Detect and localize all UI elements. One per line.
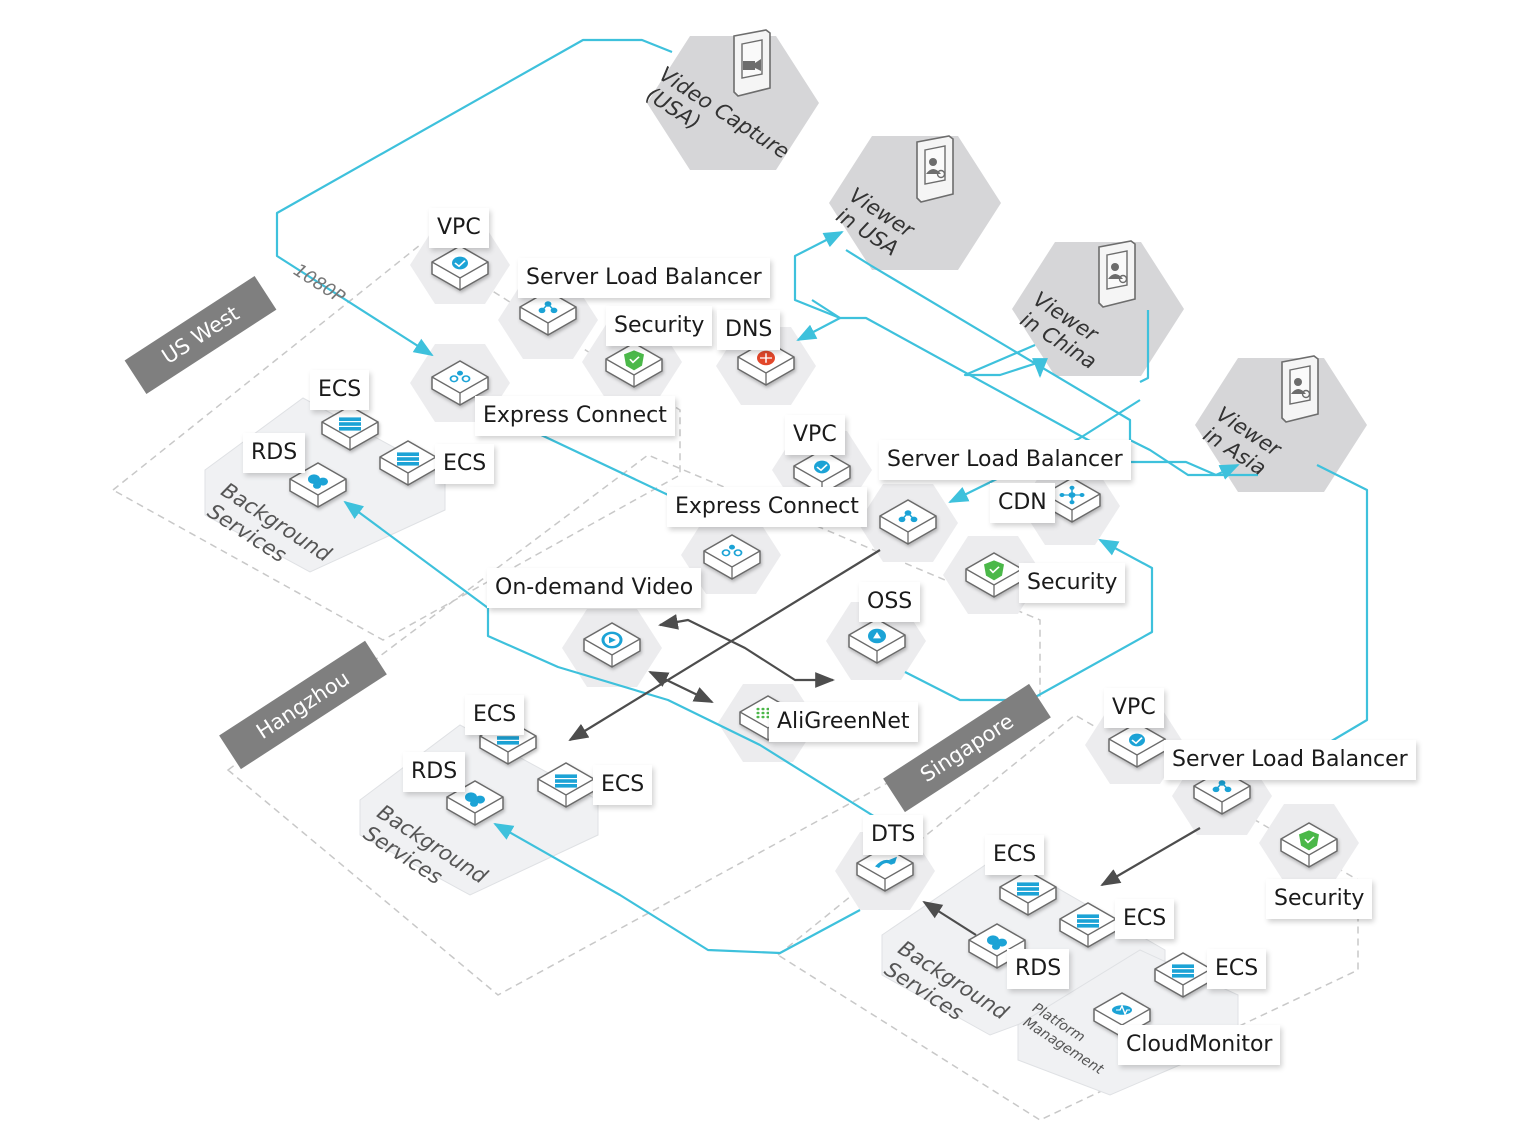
usw-vpc-label: VPC: [429, 208, 489, 248]
usw-ecs2-node[interactable]: [379, 440, 437, 486]
viewer-device-icon: [1281, 355, 1319, 423]
viewer-asia-to-sg-slb-line: [1312, 464, 1369, 753]
sg-vpc-node[interactable]: [1108, 722, 1166, 768]
hz-express-label: Express Connect: [667, 487, 867, 527]
singapore-zone: [776, 714, 1359, 1121]
rds-database-icon: [308, 474, 328, 489]
node-layer: [289, 245, 1338, 1038]
usw-express-label: Express Connect: [475, 396, 675, 436]
sg-ecs2-label: ECS: [1115, 899, 1175, 939]
cdn-node[interactable]: [1043, 477, 1101, 523]
sg-ecs3-node[interactable]: [1154, 952, 1212, 998]
ecs-server-icon: [1172, 964, 1194, 978]
cdn-label: CDN: [990, 483, 1055, 523]
hz-slb-from-viewer-line: [948, 399, 1141, 503]
oss-label: OSS: [859, 582, 921, 622]
dts-to-hz-rds-line: [493, 823, 861, 955]
usw-rds-label: RDS: [243, 433, 306, 473]
rds-database-icon: [465, 792, 485, 807]
oss-storage-icon: [868, 628, 886, 644]
load-balancer-icon: [898, 510, 918, 523]
usw-ecs1-node[interactable]: [321, 405, 379, 451]
sg-ecs1-label: ECS: [985, 835, 1045, 875]
hz-security-label: Security: [1019, 563, 1126, 603]
sg-ecs2-node[interactable]: [1059, 902, 1117, 948]
sg-ecs1-node[interactable]: [999, 870, 1057, 916]
dts-label: DTS: [863, 815, 924, 855]
vod-node[interactable]: [583, 622, 641, 668]
sg-rds-to-dts-line: [922, 900, 977, 936]
usw-rds-node[interactable]: [289, 462, 347, 508]
capture-to-express-line: [275, 38, 673, 357]
viewer-usa-lower-line: [845, 249, 1258, 477]
usw-security-label: Security: [606, 306, 713, 346]
hz-vpc-label: VPC: [785, 415, 845, 455]
cdn-to-oss-line: [904, 539, 1154, 702]
usw-express-node[interactable]: [431, 360, 489, 406]
sg-slb-to-sg-ecs-line: [1100, 827, 1201, 886]
hz-rds-node[interactable]: [446, 780, 504, 826]
sg-ecs3-label: ECS: [1207, 949, 1267, 989]
hz-ecs1-label: ECS: [465, 695, 525, 735]
usw-ecs2-label: ECS: [435, 444, 495, 484]
express-connect-icon: [721, 544, 743, 557]
cloudmonitor-label: CloudMonitor: [1118, 1025, 1281, 1065]
sg-vpc-label: VPC: [1104, 688, 1164, 728]
hz-security-node[interactable]: [965, 552, 1023, 598]
vod-to-oss-line: [658, 614, 835, 688]
hangzhou-zone: [226, 454, 1041, 996]
video-capture-client[interactable]: [647, 29, 819, 170]
sg-slb-label: Server Load Balancer: [1164, 740, 1416, 780]
ecs-server-icon: [1077, 914, 1099, 928]
video-camera-icon: [733, 29, 771, 97]
sg-security-label: Security: [1266, 879, 1373, 919]
viewer-china-to-slb-line: [963, 343, 1048, 378]
express-connect-icon: [449, 370, 471, 383]
usw-slb-label: Server Load Balancer: [518, 258, 770, 298]
vod-to-usw-rds-line: [343, 500, 489, 609]
vod-label: On-demand Video: [487, 568, 702, 608]
vpc-icon: [1129, 733, 1145, 747]
hz-express-node[interactable]: [703, 534, 761, 580]
dts-icon: [875, 856, 897, 868]
load-balancer-icon: [538, 301, 558, 314]
viewer-china-client[interactable]: [1012, 240, 1184, 376]
security-shield-icon: [1299, 830, 1319, 851]
cloudmonitor-icon: [1112, 1004, 1132, 1016]
viewer-device-icon: [916, 135, 954, 203]
us-west-zone: [111, 244, 681, 641]
dns-icon: [757, 350, 775, 366]
viewer-asia-client[interactable]: [1195, 355, 1367, 492]
sg-rds-label: RDS: [1007, 949, 1070, 989]
hz-slb-node[interactable]: [879, 499, 937, 545]
hz-slb-label: Server Load Balancer: [879, 440, 1131, 480]
dts-node[interactable]: [856, 846, 914, 892]
hz-rds-label: RDS: [403, 752, 466, 792]
rds-database-icon: [987, 935, 1007, 950]
load-balancer-icon: [1212, 780, 1232, 793]
usw-slb-node[interactable]: [519, 290, 577, 336]
viewer-china-side-line: [1139, 310, 1150, 383]
cdn-icon: [1059, 485, 1085, 505]
usw-ecs1-label: ECS: [310, 370, 370, 410]
aligreennet-label: AliGreenNet: [769, 702, 918, 742]
ecs-server-icon: [1017, 882, 1039, 896]
video-on-demand-icon: [601, 631, 623, 649]
security-shield-icon: [624, 350, 644, 371]
hz-ecs2-label: ECS: [593, 765, 653, 805]
ecs-server-icon: [555, 774, 577, 788]
sg-security-node[interactable]: [1280, 822, 1338, 868]
viewer-usa-client[interactable]: [829, 135, 1001, 270]
vpc-icon: [814, 460, 830, 474]
dns-to-viewer-usa-line: [793, 231, 844, 341]
vpc-icon: [452, 256, 468, 270]
ecs-server-icon: [339, 417, 361, 431]
vod-to-rds-us-line: [486, 608, 881, 821]
ecs-server-icon: [397, 452, 419, 466]
security-shield-icon: [984, 560, 1004, 581]
dns-node[interactable]: [737, 340, 795, 386]
viewer-device-icon: [1098, 240, 1136, 308]
dns-label: DNS: [717, 310, 781, 350]
